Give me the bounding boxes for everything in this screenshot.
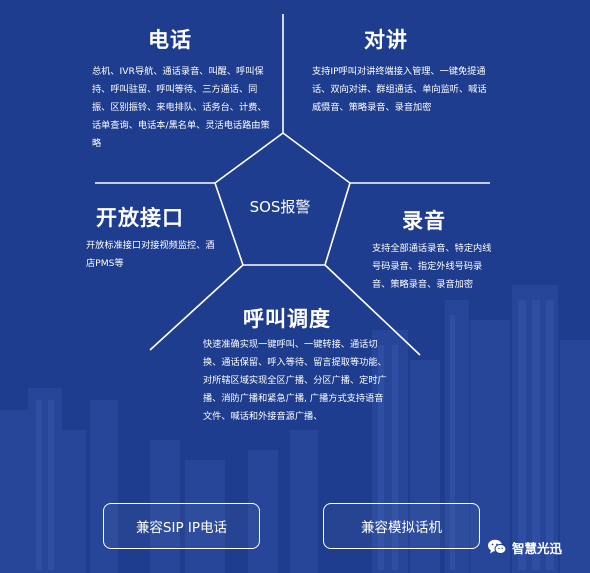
section-intercom-desc: 支持IP呼叫对讲终端接入管理、一键免提通话、双向对讲、群组通话、单向监听、喊话威… <box>312 66 487 113</box>
section-recording-desc: 支持全部通话录音、特定内线号码录音、指定外线号码录音、策略录音、录音加密 <box>372 243 492 290</box>
section-dispatch-title: 呼叫调度 <box>243 307 331 331</box>
section-phone-title: 电话 <box>148 28 192 52</box>
section-open-api: 开放接口 开放标准接口对接视频监控、酒店PMS等 <box>86 205 216 273</box>
section-recording: 录音 支持全部通话录音、特定内线号码录音、指定外线号码录音、策略录音、录音加密 <box>372 208 500 294</box>
wechat-icon <box>488 539 507 555</box>
brand-watermark: 智慧光迅 <box>487 536 562 558</box>
center-pentagon <box>214 132 351 266</box>
connector-bottom-left <box>149 264 244 351</box>
connector-bottom-right <box>324 264 421 356</box>
section-recording-title: 录音 <box>402 209 446 233</box>
section-open-api-title: 开放接口 <box>96 206 184 230</box>
section-phone-desc: 总机、IVR导航、通话录音、叫醒、呼叫保持、呼叫驻留、呼叫等待、三方通话、同振、… <box>92 66 270 149</box>
section-dispatch: 呼叫调度 快速准确实现一键呼叫、一键转接、通话切换、通话保留、呼入等待、留言提取… <box>203 306 391 426</box>
sos-alarm-label: SOS报警 <box>249 198 311 216</box>
section-phone: 电话 总机、IVR导航、通话录音、叫醒、呼叫保持、呼叫驻留、呼叫等待、三方通话、… <box>92 27 270 153</box>
compat-sip-ip-phone-button[interactable]: 兼容SIP IP电话 <box>103 503 260 549</box>
compat-analog-phone-button[interactable]: 兼容模拟话机 <box>323 503 480 549</box>
brand-name: 智慧光迅 <box>512 540 563 556</box>
section-intercom-title: 对讲 <box>364 28 408 52</box>
section-intercom: 对讲 支持IP呼叫对讲终端接入管理、一键免提通话、双向对讲、群组通话、单向监听、… <box>312 27 490 117</box>
section-open-api-desc: 开放标准接口对接视频监控、酒店PMS等 <box>86 240 215 269</box>
section-dispatch-desc: 快速准确实现一键呼叫、一键转接、通话切换、通话保留、呼入等待、留言提取等功能、对… <box>203 339 387 422</box>
